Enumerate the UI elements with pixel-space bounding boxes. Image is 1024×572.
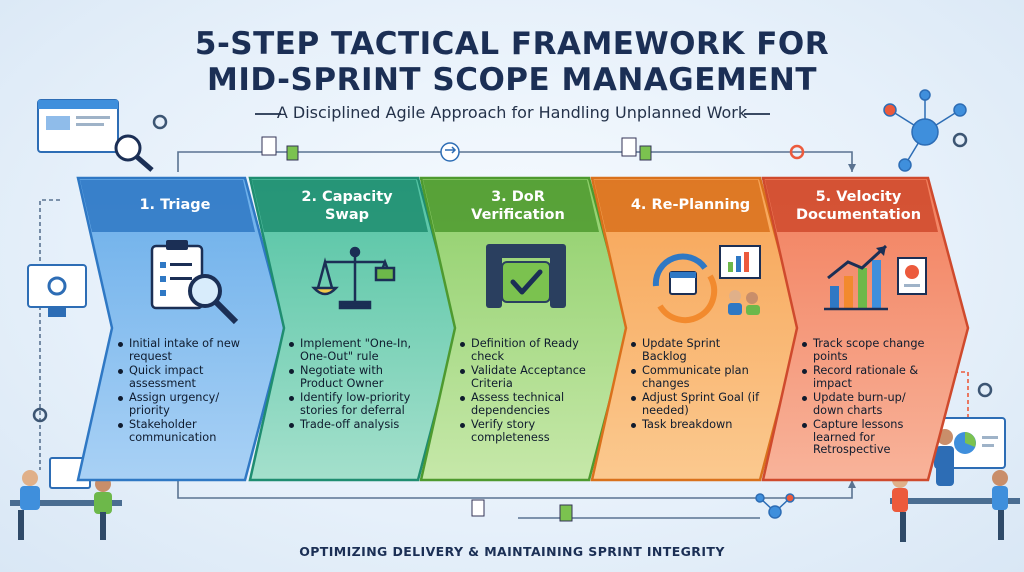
balance-scale-icon xyxy=(311,246,396,310)
subtitle-divider-right xyxy=(744,113,770,115)
browser-window-icon xyxy=(37,99,154,172)
step-3-chevron xyxy=(419,176,631,482)
subtitle-divider-left xyxy=(255,113,281,115)
step-3-title: 3. DoR Verification xyxy=(471,189,565,223)
document-icon xyxy=(261,136,652,522)
list-item: Assess technical dependencies xyxy=(460,391,596,417)
list-item: Update burn-up/ down charts xyxy=(802,391,930,417)
checkmark-gate-icon xyxy=(486,244,566,308)
list-item: Validate Acceptance Criteria xyxy=(460,364,596,390)
step-3-list: Definition of Ready check Validate Accep… xyxy=(460,337,596,446)
list-item: Verify story completeness xyxy=(460,418,596,444)
list-item: Initial intake of new request xyxy=(118,337,253,363)
clipboard-magnifier-icon xyxy=(150,240,239,325)
step-2-title: 2. Capacity Swap xyxy=(301,189,393,223)
step-1-chevron xyxy=(76,176,287,482)
step-5-list: Track scope change points Record rationa… xyxy=(802,337,930,459)
page-subtitle: A Disciplined Agile Approach for Handlin… xyxy=(276,103,748,122)
list-item: Definition of Ready check xyxy=(460,337,596,363)
step-1-list: Initial intake of new request Quick impa… xyxy=(118,337,253,446)
page-title-line-1: 5-STEP TACTICAL FRAMEWORK FOR xyxy=(194,26,830,62)
list-item: Identify low-priority stories for deferr… xyxy=(289,391,425,417)
growth-chart-icon xyxy=(824,244,927,311)
list-item: Track scope change points xyxy=(802,337,930,363)
step-5-chevron xyxy=(761,176,970,482)
list-item: Adjust Sprint Goal (if needed) xyxy=(631,391,761,417)
list-item: Capture lessons learned for Retrospectiv… xyxy=(802,418,930,457)
page-footer-tagline: OPTIMIZING DELIVERY & MAINTAINING SPRINT… xyxy=(299,544,725,559)
step-2-list: Implement "One-In, One-Out" rule Negotia… xyxy=(289,337,425,434)
step-1-title: 1. Triage xyxy=(139,197,211,213)
list-item: Stakeholder communication xyxy=(118,418,253,444)
monitor-icon xyxy=(27,264,87,317)
list-item: Implement "One-In, One-Out" rule xyxy=(289,337,425,363)
step-5-title: 5. Velocity Documentation xyxy=(795,189,922,223)
sync-icon xyxy=(440,142,460,162)
list-item: Task breakdown xyxy=(631,418,761,432)
list-item: Communicate plan changes xyxy=(631,364,761,390)
list-item: Trade-off analysis xyxy=(289,418,425,432)
replan-cycle-icon xyxy=(652,245,761,324)
step-4-title: 4. Re-Planning xyxy=(630,197,751,213)
list-item: Record rationale & impact xyxy=(802,364,930,390)
page-title-line-2: MID-SPRINT SCOPE MANAGEMENT xyxy=(206,62,818,98)
step-4-list: Update Sprint Backlog Communicate plan c… xyxy=(631,337,761,434)
list-item: Quick impact assessment xyxy=(118,364,253,390)
step-2-chevron xyxy=(248,176,460,482)
list-item: Update Sprint Backlog xyxy=(631,337,761,363)
list-item: Assign urgency/ priority xyxy=(118,391,253,417)
network-nodes-icon xyxy=(755,493,795,519)
list-item: Negotiate with Product Owner xyxy=(289,364,425,390)
network-nodes-icon xyxy=(883,89,967,172)
